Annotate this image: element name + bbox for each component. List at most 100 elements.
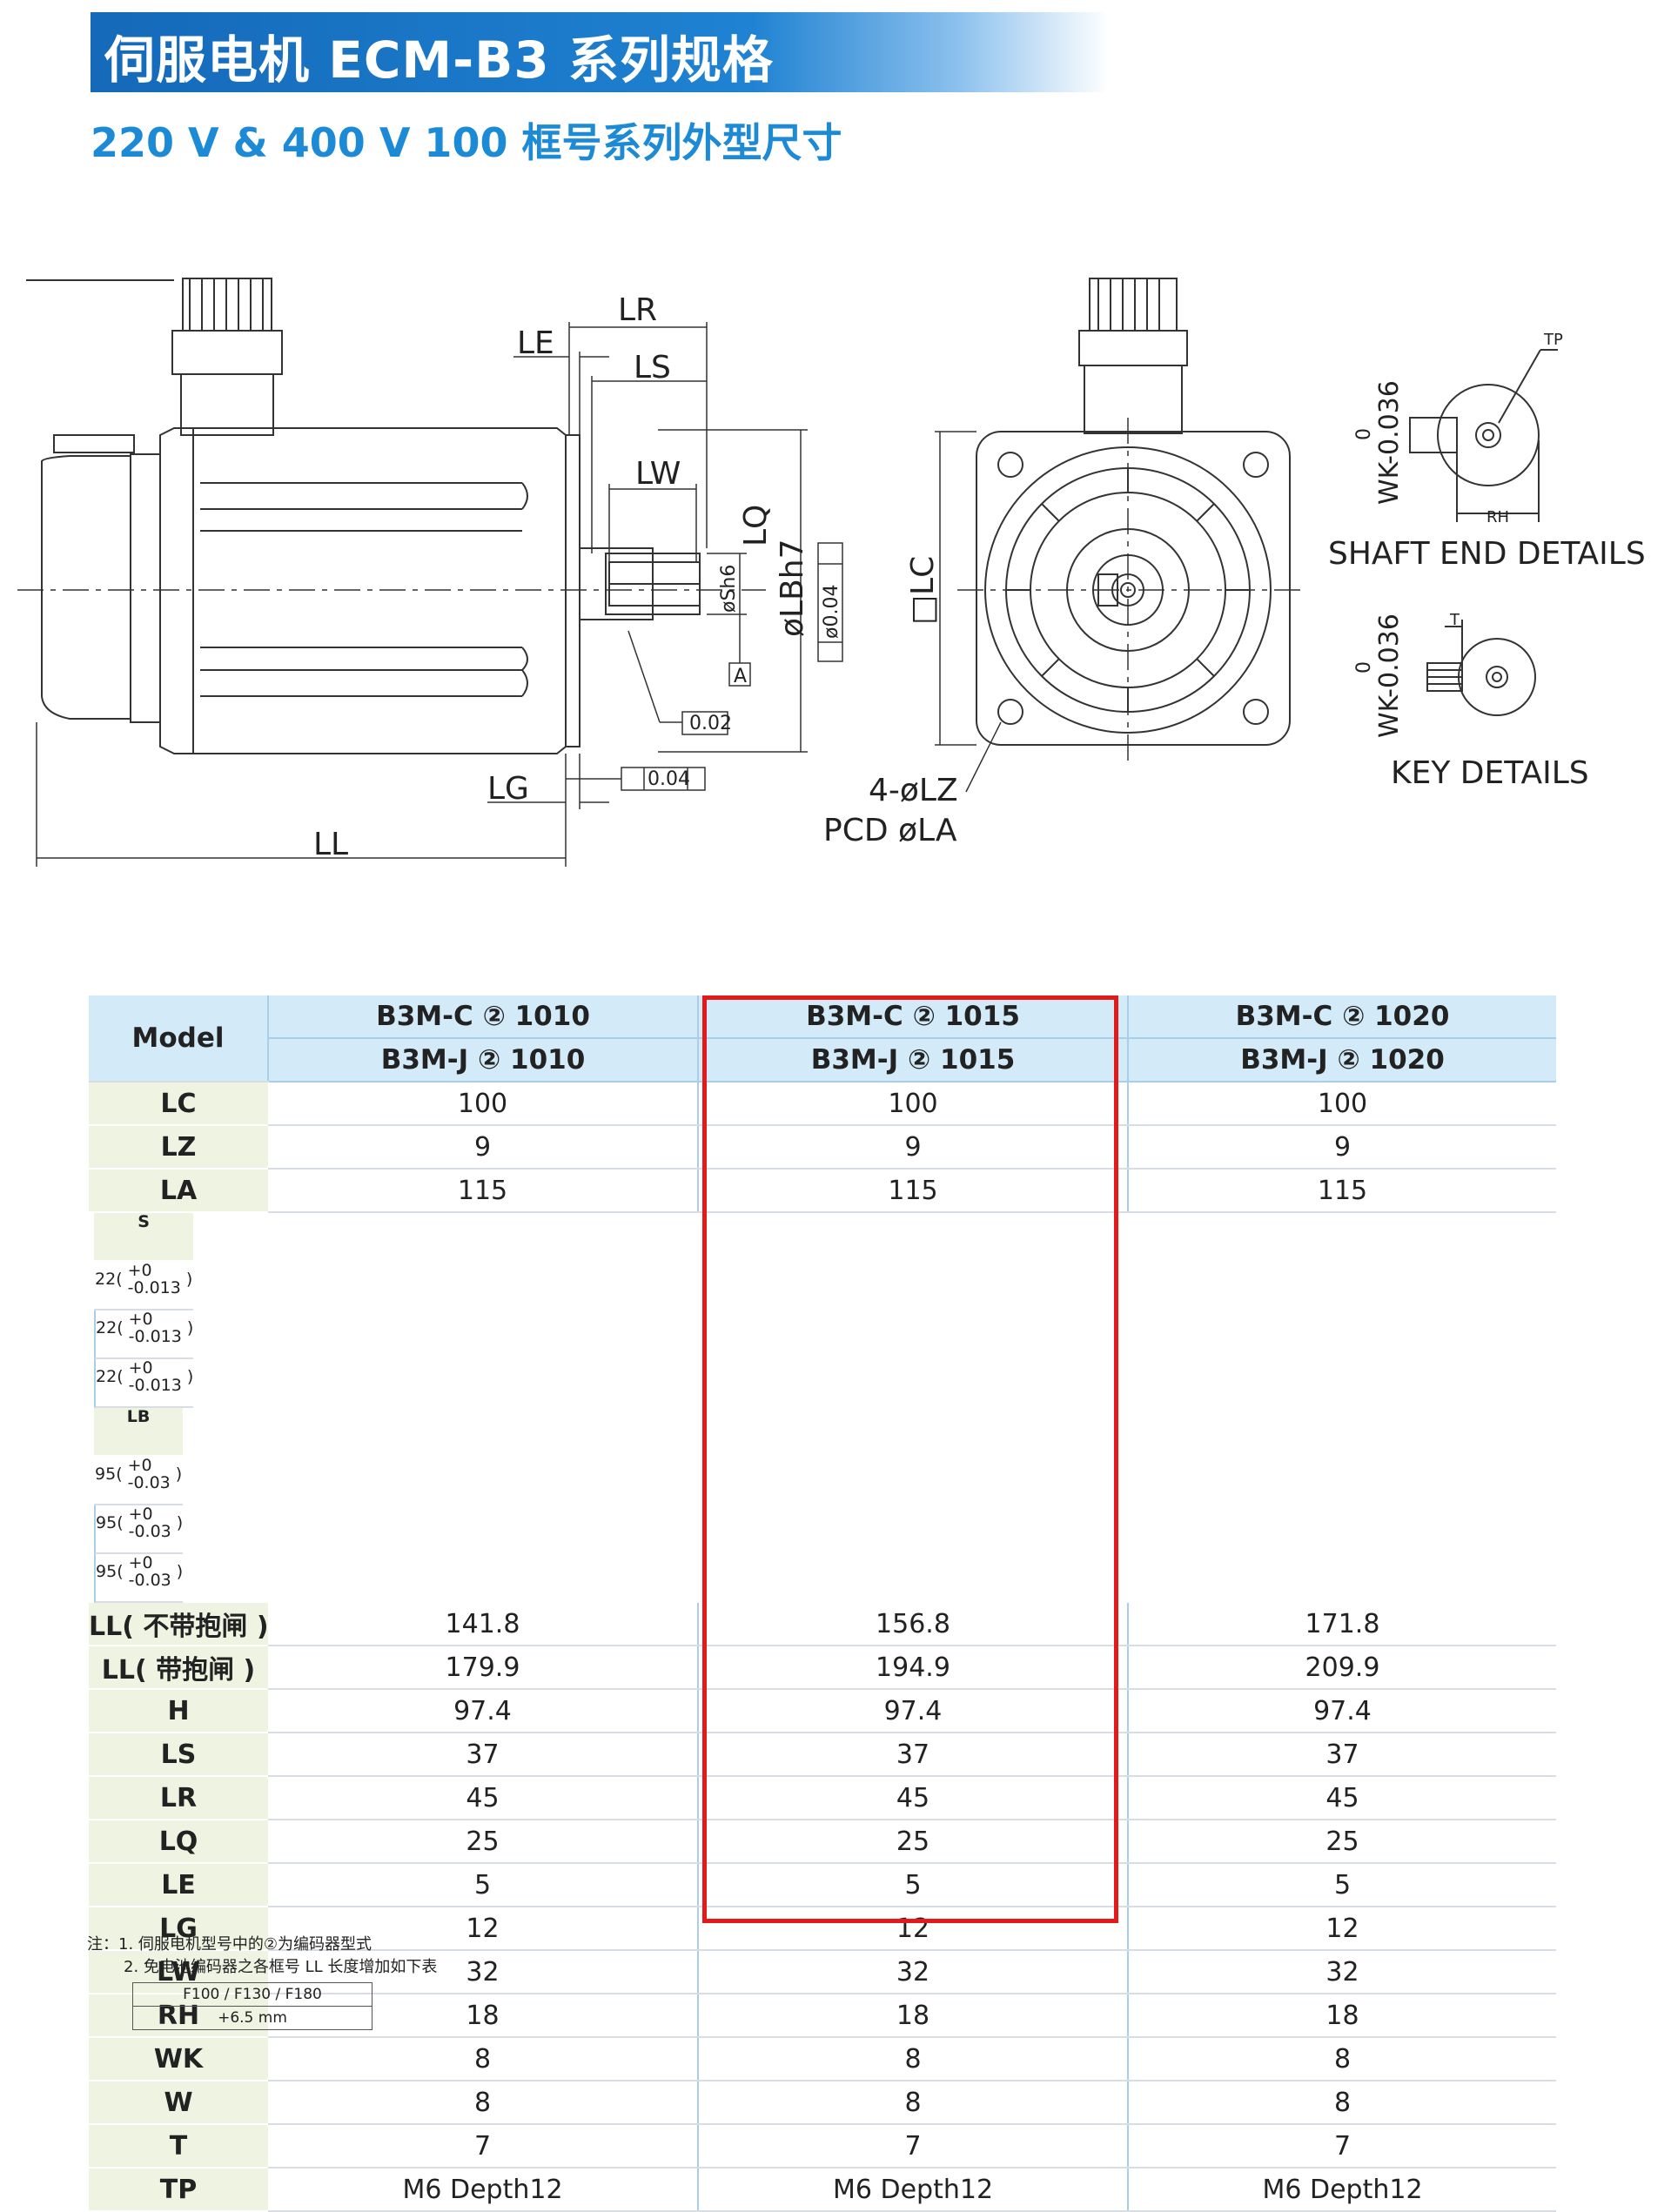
table-row: LA 115 115 115 xyxy=(89,1169,1556,1213)
table-row: LE 5 5 5 xyxy=(89,1863,1556,1907)
table-cell: 97.4 xyxy=(697,1689,1128,1733)
row-label: LR xyxy=(89,1776,268,1820)
table-cell: 5 xyxy=(1127,1863,1556,1907)
table-row: S 22(+0-0.013) 22(+0-0.013) 22(+0-0.013) xyxy=(94,1213,194,1408)
table-cell: 25 xyxy=(1127,1820,1556,1864)
table-cell: 45 xyxy=(697,1776,1128,1820)
table-cell: 8 xyxy=(268,2081,698,2125)
page-title: 伺服电机 ECM-B3 系列规格 xyxy=(104,30,774,90)
table-cell: 100 xyxy=(268,1082,698,1126)
table-cell: 37 xyxy=(697,1733,1128,1777)
label-wk-zero-bottom: 0 xyxy=(1353,661,1375,674)
table-row: LW 32 32 32 xyxy=(89,1950,1556,1994)
label-t: T xyxy=(1449,611,1460,629)
model-j-1015: B3M-J ② 1015 xyxy=(697,1038,1128,1083)
table-cell: 95(+0-0.03) xyxy=(94,1505,184,1554)
table-cell: 7 xyxy=(268,2124,698,2168)
table-row: LQ 25 25 25 xyxy=(89,1820,1556,1864)
datum-a: A xyxy=(734,666,747,687)
table-cell: 22(+0-0.013) xyxy=(94,1262,194,1310)
table-cell: 171.8 xyxy=(1127,1603,1556,1646)
table-cell: 95(+0-0.03) xyxy=(94,1457,184,1505)
table-cell: 179.9 xyxy=(268,1646,698,1690)
table-cell: 5 xyxy=(268,1863,698,1907)
dim-lb: øLBh7 xyxy=(775,540,810,638)
key-details-title: KEY DETAILS xyxy=(1391,755,1589,791)
note-line-1: 注：1. 伺服电机型号中的②为编码器型式 xyxy=(87,1935,372,1954)
row-label: LQ xyxy=(89,1820,268,1864)
table-cell: M6 Depth12 xyxy=(1127,2168,1556,2212)
table-cell: 18 xyxy=(1127,1994,1556,2038)
battery-free-value: +6.5 mm xyxy=(132,2006,372,2030)
dim-lg: LG xyxy=(487,771,529,807)
dim-lc: □LC xyxy=(905,556,941,625)
dim-lr: LR xyxy=(618,292,657,328)
table-cell: 209.9 xyxy=(1127,1646,1556,1690)
table-row: WK 8 8 8 xyxy=(89,2037,1556,2081)
table-cell: 22(+0-0.013) xyxy=(94,1310,194,1359)
table-row: LB 95(+0-0.03) 95(+0-0.03) 95(+0-0.03) xyxy=(94,1408,184,1603)
table-row: LL( 不带抱闸 ) 141.8 156.8 171.8 xyxy=(89,1603,1556,1646)
table-cell: 8 xyxy=(1127,2081,1556,2125)
shaft-end-title: SHAFT END DETAILS xyxy=(1328,536,1646,572)
table-row: LS 37 37 37 xyxy=(89,1733,1556,1777)
table-cell: 45 xyxy=(1127,1776,1556,1820)
model-j-1020: B3M-J ② 1020 xyxy=(1127,1038,1556,1083)
model-c-1020: B3M-C ② 1020 xyxy=(1127,995,1556,1039)
table-cell: 9 xyxy=(1127,1125,1556,1170)
label-wk-top: WK-0.036 xyxy=(1374,380,1405,505)
drawing-svg: LR LE LS LW LQ øLBh7 LL LG øSh6 A 0.02 0… xyxy=(17,278,1646,867)
table-cell: 115 xyxy=(697,1169,1128,1213)
perp-value: 0.04 xyxy=(648,768,690,790)
table-cell: 12 xyxy=(697,1907,1128,1951)
runout-value: 0.02 xyxy=(689,713,732,734)
model-j-1010: B3M-J ② 1010 xyxy=(268,1038,698,1083)
table-cell: 8 xyxy=(268,2037,698,2081)
table-cell: 45 xyxy=(268,1776,698,1820)
table-cell: 37 xyxy=(1127,1733,1556,1777)
table-cell: 8 xyxy=(1127,2037,1556,2081)
row-label: LL( 带抱闸 ) xyxy=(89,1646,268,1690)
dim-lq: LQ xyxy=(738,505,774,546)
label-wk-bottom: WK-0.036 xyxy=(1374,613,1405,738)
table-cell: 37 xyxy=(268,1733,698,1777)
dim-ll: LL xyxy=(313,827,348,862)
table-row: LG 12 12 12 xyxy=(89,1907,1556,1951)
row-label: LZ xyxy=(89,1125,268,1170)
table-cell: 25 xyxy=(697,1820,1128,1864)
row-label: W xyxy=(89,2081,268,2125)
dimension-drawing: LR LE LS LW LQ øLBh7 LL LG øSh6 A 0.02 0… xyxy=(0,261,1671,888)
table-cell: 95(+0-0.03) xyxy=(94,1554,184,1603)
table-cell: 25 xyxy=(268,1820,698,1864)
table-cell: 18 xyxy=(697,1994,1128,2038)
table-cell: 97.4 xyxy=(268,1689,698,1733)
page-subtitle: 220 V & 400 V 100 框号系列外型尺寸 xyxy=(91,119,842,166)
table-cell: 8 xyxy=(697,2037,1128,2081)
dim-pcd: PCD øLA xyxy=(823,813,957,848)
label-rh: RH xyxy=(1486,508,1509,526)
model-header: Model xyxy=(89,995,269,1083)
table-cell: 5 xyxy=(697,1863,1128,1907)
battery-free-table: F100 / F130 / F180 +6.5 mm xyxy=(132,1982,372,2030)
table-cell: 194.9 xyxy=(697,1646,1128,1690)
table-cell: 115 xyxy=(268,1169,698,1213)
table-cell: M6 Depth12 xyxy=(268,2168,698,2212)
table-row: LZ 9 9 9 xyxy=(89,1125,1556,1170)
row-label: T xyxy=(89,2124,268,2168)
title-banner xyxy=(91,12,1109,92)
table-cell: 9 xyxy=(268,1125,698,1170)
row-label: WK xyxy=(89,2037,268,2081)
table-cell: 12 xyxy=(1127,1907,1556,1951)
table-cell: 100 xyxy=(697,1082,1128,1126)
table-row: T 7 7 7 xyxy=(89,2124,1556,2168)
table-cell: 22(+0-0.013) xyxy=(94,1359,194,1408)
table-cell: 32 xyxy=(697,1950,1128,1994)
model-c-1010: B3M-C ② 1010 xyxy=(268,995,698,1039)
table-row: LR 45 45 45 xyxy=(89,1776,1556,1820)
battery-free-header: F100 / F130 / F180 xyxy=(132,1982,372,2007)
label-wk-zero-top: 0 xyxy=(1353,428,1375,440)
table-row: W 8 8 8 xyxy=(89,2081,1556,2125)
row-label: LE xyxy=(89,1863,268,1907)
table-row: TP M6 Depth12 M6 Depth12 M6 Depth12 xyxy=(89,2168,1556,2212)
table-cell: 100 xyxy=(1127,1082,1556,1126)
